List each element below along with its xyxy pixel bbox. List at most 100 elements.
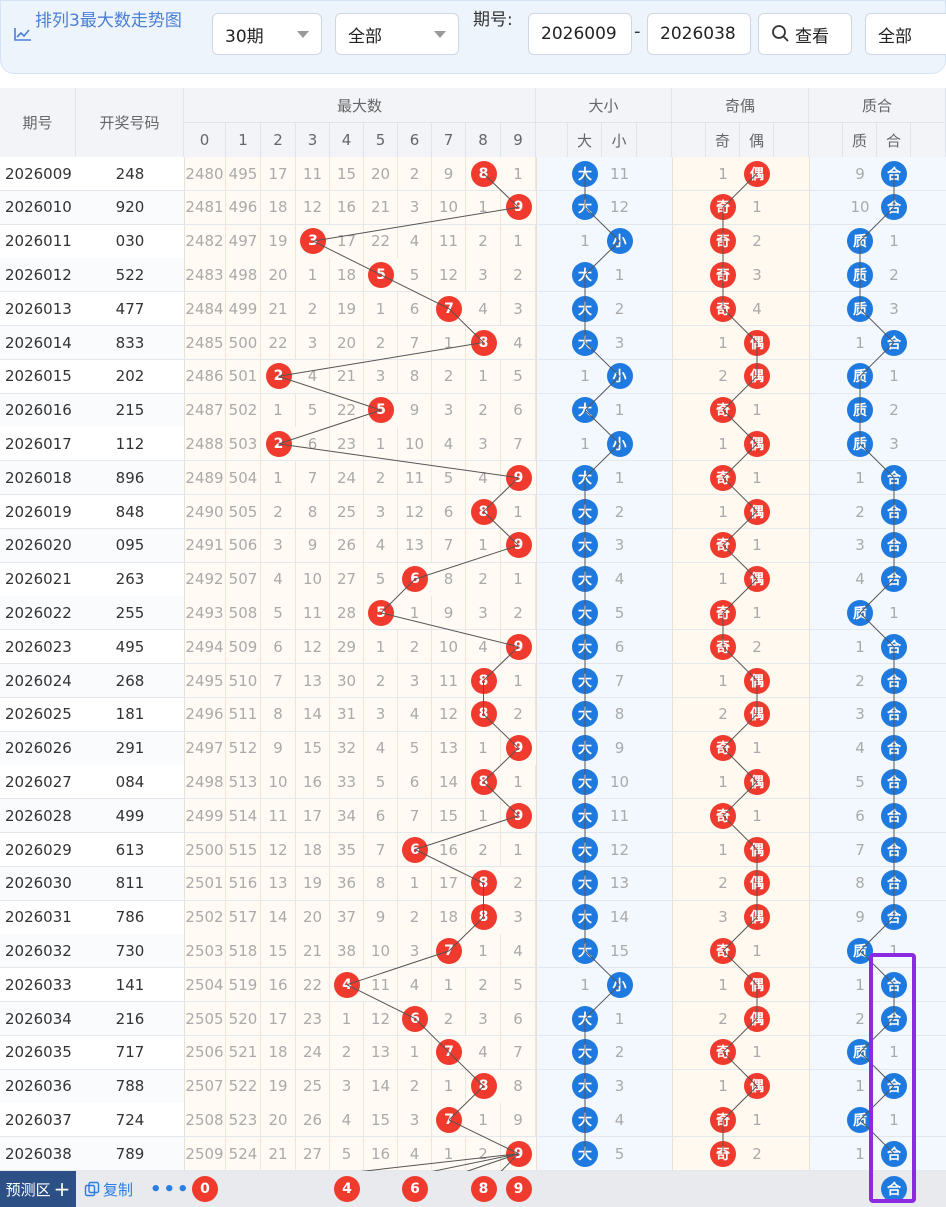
composite-ball: 合 [881,160,907,187]
miss-count-cell: 516 [226,866,261,900]
column-band [672,224,810,258]
issue-from-input[interactable]: 2026009 [528,13,632,55]
big-cell: 大 [568,1137,602,1170]
miss-count-cell: 4 [398,1137,432,1171]
even-cell: 偶 [740,326,774,359]
miss-count-cell: 2495 [184,664,226,697]
max-digit-cell: 7 [432,1036,466,1069]
max-digit-ball: 7 [436,295,462,322]
miss-count-cell: 2 [501,866,536,900]
draw-number-cell: 495 [115,637,145,656]
composite-miss-cell: 1 [889,232,899,251]
even-miss-cell: 1 [752,401,762,420]
even-miss-cell: 1 [752,739,762,758]
even-ball: 偶 [744,870,770,897]
miss-count-cell: 3 [261,528,296,562]
miss-count-cell: 26 [330,528,364,562]
max-digit-ball: 9 [505,633,532,660]
copy-button[interactable]: 复制 [84,1171,133,1207]
miss-count-cell: 7 [296,461,330,495]
search-button[interactable]: 查看 [758,13,852,55]
composite-cell: 合 [877,461,911,494]
draw-number-cell: 920 [115,198,145,217]
miss-count-cell: 6 [501,393,536,427]
small-miss-cell: 8 [614,705,625,724]
more-icon[interactable]: ••• [150,1178,191,1200]
prediction-area-button[interactable]: 预测区 + [0,1171,76,1207]
prime-cell: 质 [843,258,877,291]
composite-ball: 合 [881,194,907,221]
filter-select[interactable]: 全部 [865,13,946,55]
miss-count-cell: 32 [330,731,364,765]
max-digit-cell: 9 [501,529,536,562]
big-ball: 大 [572,1005,598,1032]
odd-ball: 奇 [710,802,736,829]
miss-count-cell: 22 [330,393,364,427]
miss-count-cell: 35 [330,833,364,866]
big-ball: 大 [572,329,598,356]
composite-miss-cell: 1 [889,367,899,386]
prime-miss-cell: 9 [855,908,865,927]
big-cell: 大 [568,867,602,900]
miss-count-cell: 12 [296,190,330,224]
miss-count-cell: 14 [261,900,296,934]
miss-count-cell: 37 [330,900,364,934]
issue-header: 期号 [0,88,76,158]
max-digit-cell: 8 [466,901,501,934]
miss-count-cell: 5 [501,968,536,1002]
even-ball: 偶 [744,329,770,356]
small-cell: 小 [602,225,637,258]
miss-count-cell: 4 [364,731,398,765]
miss-count-cell: 2486 [184,359,226,393]
small-miss-cell: 2 [614,502,625,521]
scope-select[interactable]: 全部 [335,13,459,55]
miss-count-cell: 1 [501,495,536,528]
miss-count-cell: 2496 [184,697,226,731]
max-digit-cell: 2 [261,427,296,460]
miss-count-cell: 13 [364,1035,398,1069]
even-miss-cell: 1 [752,536,762,555]
big-cell: 大 [568,1103,602,1136]
big-ball: 大 [572,1106,598,1133]
period-select[interactable]: 30期 [212,13,322,55]
odd-ball: 奇 [710,599,736,626]
big-cell: 大 [568,157,602,190]
big-cell: 大 [568,934,602,967]
draw-number-cell: 181 [115,705,145,724]
miss-count-cell: 495 [226,157,261,190]
digit-header-5: 5 [364,123,398,158]
even-miss-cell: 1 [752,603,762,622]
big-cell: 大 [568,394,602,427]
miss-count-cell: 2 [466,833,501,866]
even-ball: 偶 [744,1073,770,1100]
max-digit-cell: 5 [364,394,398,427]
odd-cell: 奇 [706,394,740,427]
miss-count-cell: 27 [330,562,364,596]
odd-ball: 奇 [710,397,736,424]
big-ball: 大 [572,397,598,424]
miss-count-cell: 8 [364,866,398,900]
issue-cell: 2026026 [5,739,72,758]
predicted-composite-ball: 合 [881,1176,907,1202]
prime-ball: 质 [847,295,873,322]
issue-to-input[interactable]: 2026038 [647,13,751,55]
column-band [536,765,673,799]
max-digit-ball: 9 [505,735,532,762]
miss-count-cell: 522 [226,1069,261,1103]
miss-count-cell: 2482 [184,224,226,258]
miss-count-cell: 7 [398,326,432,359]
miss-count-cell: 2 [398,157,432,190]
column-band [536,697,673,731]
even-cell: 偶 [740,664,774,697]
prime-miss-cell: 3 [855,536,865,555]
miss-count-cell: 4 [466,1035,501,1069]
big-ball: 大 [572,532,598,559]
column-band [536,630,673,664]
odd-miss-cell: 1 [718,502,728,521]
